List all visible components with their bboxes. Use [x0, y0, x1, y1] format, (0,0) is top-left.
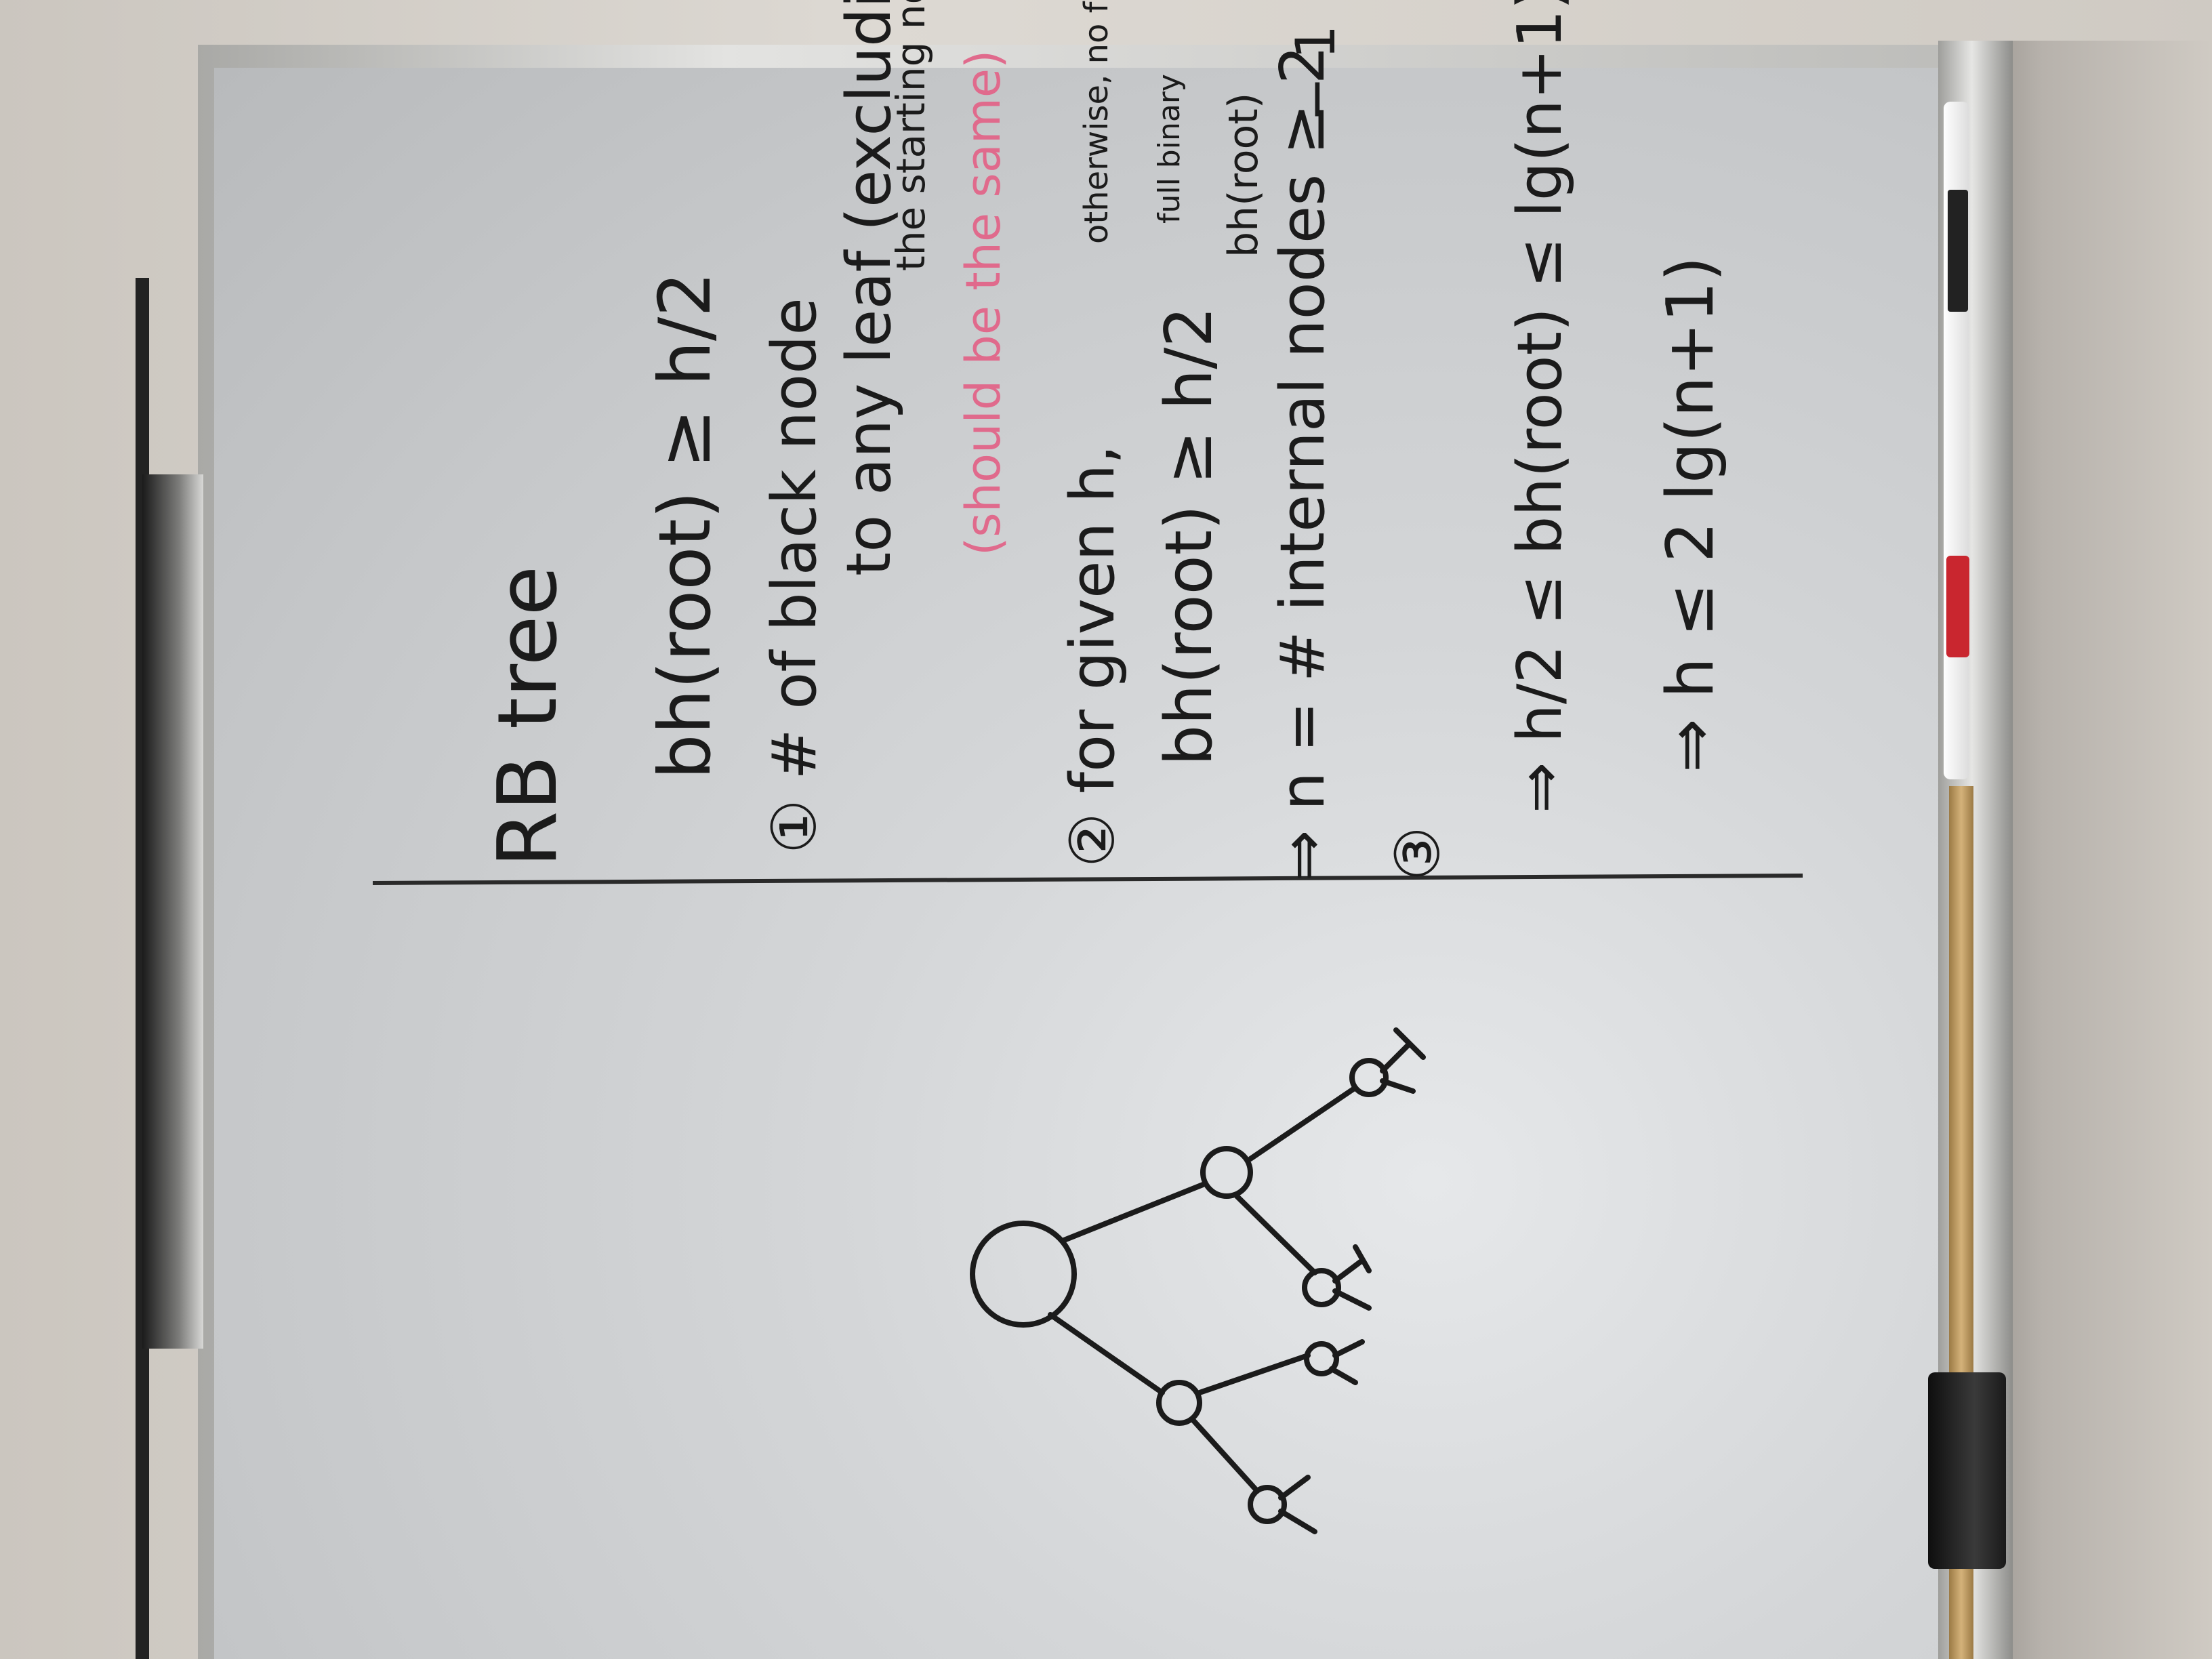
tree-node-upper — [1200, 1146, 1253, 1199]
left-rail — [142, 474, 203, 1349]
tree-node-lower — [1156, 1380, 1202, 1426]
eraser[interactable] — [1928, 1372, 2006, 1569]
line-3-note: the starting node) — [888, 0, 934, 271]
line-5: bh(root) ≥ h/2 — [1152, 306, 1227, 766]
line-2: ① # of black node — [759, 298, 830, 854]
line-9: ⇒ h ≤ 2 lg(n+1) — [1654, 256, 1728, 773]
tree-leaf-a — [1349, 1058, 1389, 1097]
board-title: RB tree — [481, 565, 575, 867]
side-note-1: otherwise, no full binary — [1078, 0, 1115, 244]
tree-diagram — [970, 1027, 1426, 1534]
line-6-exponent: bh(root) — [1220, 92, 1267, 258]
marker-label — [1948, 190, 1968, 312]
line-8: ⇒ h/2 ≤ bh(root) ≤ lg(n+1) — [1504, 0, 1576, 813]
tree-leaf-d — [1248, 1485, 1287, 1524]
whiteboard-surface — [214, 68, 1949, 1659]
line-3-pink-note: (should be the same) — [956, 49, 1011, 556]
side-note-2: full binary — [1152, 74, 1187, 224]
line-1: bh(root) ≥ h/2 — [644, 271, 726, 779]
line-7: ③ — [1382, 826, 1454, 881]
red-marker-cap[interactable] — [1946, 556, 1969, 657]
tree-root-node — [970, 1221, 1077, 1328]
line-6-minus-one: − 1 — [1284, 24, 1347, 122]
tree-leaf-c — [1304, 1341, 1339, 1376]
tree-leaf-b — [1302, 1268, 1341, 1307]
line-4: ② for given h, — [1057, 445, 1128, 867]
line-6: ⇒ n = # internal nodes ≥ 2 — [1267, 45, 1338, 881]
